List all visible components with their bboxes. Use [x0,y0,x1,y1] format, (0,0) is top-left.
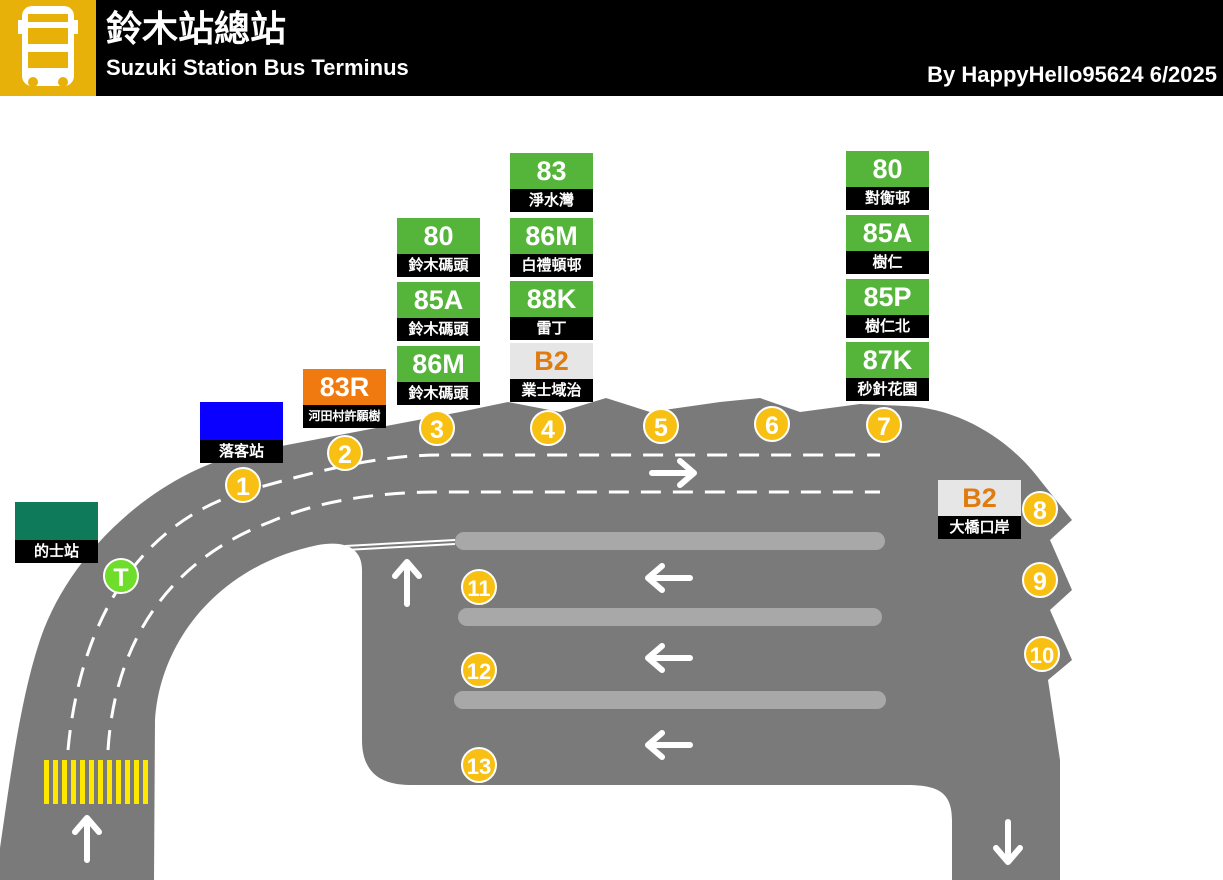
lane12-left-arrow [645,643,693,673]
route-number: 83R [303,369,386,405]
exit-down-arrow [993,819,1023,865]
pedestrian-crossing [44,760,148,804]
taxi-sign-color-block [15,502,98,540]
route-sign-stop2: 83R 河田村許願樹 [303,369,386,428]
svg-text:6: 6 [765,412,779,440]
taxi-stand-sign: 的士站 [15,502,98,563]
stop-marker-11: 11 [461,569,497,605]
title-english: Suzuki Station Bus Terminus [106,55,409,80]
route-destination: 鈴木碼頭 [397,254,480,277]
stop-marker-4: 4 [530,410,566,446]
svg-text:3: 3 [430,416,444,444]
route-sign-stop3-3: 86M 鈴木碼頭 [397,346,480,405]
route-destination: 雷丁 [510,317,593,340]
route-destination: 河田村許願樹 [303,405,386,428]
svg-text:8: 8 [1033,497,1047,525]
route-sign-stop4-2: 86M 白禮頓邨 [510,218,593,277]
route-destination: 業士域治 [510,379,593,402]
lane13-left-arrow [645,730,693,760]
svg-text:7: 7 [877,413,891,441]
route-number: 80 [846,151,929,187]
svg-text:T: T [113,564,128,592]
stop-marker-12: 12 [461,652,497,688]
route-destination: 白禮頓邨 [510,254,593,277]
stop-marker-13: 13 [461,747,497,783]
taxi-sign-label: 的士站 [15,540,98,563]
route-number: 86M [510,218,593,254]
dropoff-sign-color-block [200,402,283,440]
route-destination: 淨水灣 [510,189,593,212]
entry-up-arrow [72,815,102,863]
svg-text:11: 11 [467,576,490,601]
svg-text:4: 4 [541,416,555,444]
stop-marker-2: 2 [327,435,363,471]
traffic-island [458,608,882,626]
route-sign-stop4-1: 83 淨水灣 [510,153,593,212]
route-destination: 對衡邨 [846,187,929,210]
dropoff-sign-label: 落客站 [200,440,283,463]
stop-marker-5: 5 [643,408,679,444]
route-number: 85A [846,215,929,251]
route-sign-stop7-1: 80 對衡邨 [846,151,929,210]
route-destination: 鈴木碼頭 [397,382,480,405]
stop-marker-9: 9 [1022,562,1058,598]
route-sign-stop7-2: 85A 樹仁 [846,215,929,274]
stop-marker-1: 1 [225,467,261,503]
route-sign-stop7-3: 85P 樹仁北 [846,279,929,338]
route-number: 80 [397,218,480,254]
title-chinese: 鈴木站總站 [106,9,287,50]
route-sign-stop8: B2 大橋口岸 [938,480,1021,539]
route-number: B2 [938,480,1021,516]
route-destination: 大橋口岸 [938,516,1021,539]
traffic-island [455,532,885,550]
lane-marking [344,539,456,547]
route-sign-stop3-1: 80 鈴木碼頭 [397,218,480,277]
stop-marker-7: 7 [866,407,902,443]
route-destination: 鈴木碼頭 [397,318,480,341]
route-destination: 秒針花園 [846,378,929,401]
route-number: 86M [397,346,480,382]
road-surface [0,398,1072,880]
dropoff-sign: 落客站 [200,402,283,463]
stop-marker-8: 8 [1022,491,1058,527]
svg-text:5: 5 [654,414,668,442]
svg-text:13: 13 [467,754,491,779]
route-sign-stop4-3: 88K 雷丁 [510,281,593,340]
header-bar: 鈴木站總站 Suzuki Station Bus Terminus By Hap… [0,0,1223,96]
stop-marker-10: 10 [1024,636,1060,672]
svg-text:9: 9 [1033,568,1047,596]
route-sign-stop7-4: 87K 秒針花園 [846,342,929,401]
svg-text:12: 12 [467,659,491,684]
top-lane-right-arrow [649,458,697,488]
stop-marker-6: 6 [754,406,790,442]
route-number: 83 [510,153,593,189]
island-up-arrow [392,559,422,607]
svg-text:2: 2 [338,441,352,469]
route-destination: 樹仁北 [846,315,929,338]
lane11-left-arrow [645,563,693,593]
route-destination: 樹仁 [846,251,929,274]
bus-icon [0,0,96,96]
route-number: 88K [510,281,593,317]
stop-marker-3: 3 [419,410,455,446]
lane-marking [344,543,456,551]
route-number: B2 [510,343,593,379]
author-credit: By HappyHello95624 6/2025 [927,62,1217,87]
route-number: 85P [846,279,929,315]
lane-marking [106,490,880,751]
lane-marking [66,453,880,751]
svg-text:1: 1 [236,473,250,501]
traffic-island [454,691,886,709]
route-sign-stop4-4: B2 業士域治 [510,343,593,402]
route-number: 87K [846,342,929,378]
taxi-stand-marker: T [103,558,139,594]
route-number: 85A [397,282,480,318]
svg-text:10: 10 [1030,643,1054,668]
route-sign-stop3-2: 85A 鈴木碼頭 [397,282,480,341]
